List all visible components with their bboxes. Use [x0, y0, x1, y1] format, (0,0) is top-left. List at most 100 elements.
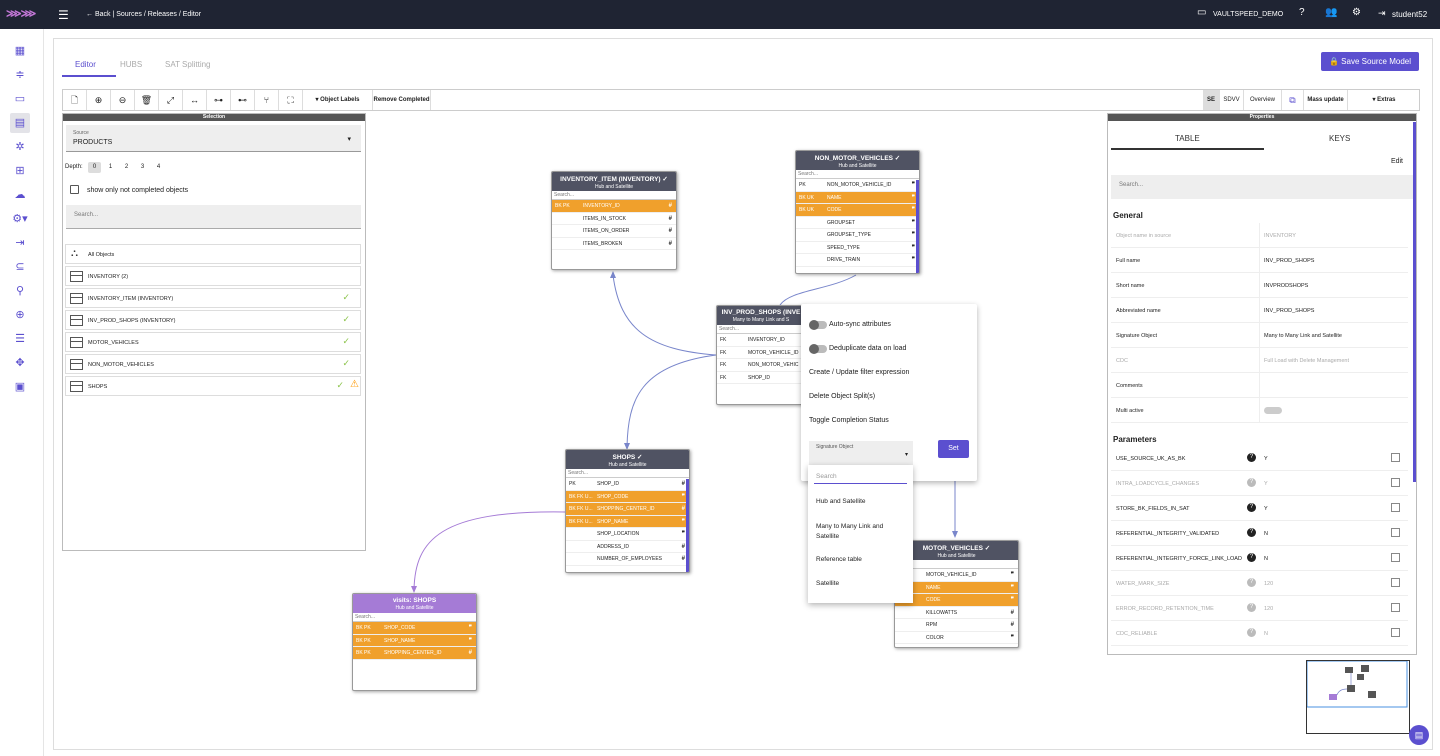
entity-non-motor-vehicles[interactable]: NON_MOTOR_VEHICLES ✓Hub and Satellite Se… [795, 150, 920, 274]
param-row[interactable]: CDC_RELIABLE?N [1111, 621, 1408, 646]
prop-row[interactable]: Multi active [1111, 398, 1408, 423]
users-icon[interactable]: 👥 [1325, 7, 1338, 18]
sdvv-button[interactable]: SDVV [1220, 90, 1244, 110]
depth-4[interactable]: 4 [156, 164, 161, 170]
list-item-inventory-item[interactable]: INVENTORY_ITEM (INVENTORY) ✓ [65, 288, 361, 308]
zoom-in-icon[interactable]: ⊕ [87, 90, 111, 110]
param-row[interactable]: STORE_BK_FIELDS_IN_SAT?Y [1111, 496, 1408, 521]
table-row[interactable]: GROUPSET_TYPE❞ [796, 229, 919, 242]
edit-button[interactable]: Edit [1390, 158, 1403, 165]
dropdown-search-input[interactable]: Search [814, 469, 907, 484]
layout-tree-icon[interactable]: ⊶ [207, 90, 231, 110]
dedup-label[interactable]: Deduplicate data on load [829, 345, 907, 352]
table-icon[interactable]: ▤ [10, 113, 30, 133]
cell[interactable] [1391, 528, 1400, 537]
save-source-model-button[interactable]: 🔒 Save Source Model [1321, 52, 1419, 71]
param-row[interactable]: REFERENTIAL_INTEGRITY_VALIDATED?N [1111, 521, 1408, 546]
fit-width-icon[interactable]: ↔ [183, 90, 207, 110]
zoom-out-icon[interactable]: ⊖ [111, 90, 135, 110]
cell[interactable] [1391, 503, 1400, 512]
help-icon[interactable]: ? [1299, 7, 1305, 18]
project-name[interactable]: VAULTSPEED_DEMO [1213, 11, 1284, 18]
table-row[interactable]: BK FK U...SHOP_NAME❞ [566, 515, 689, 528]
vaultspeed-logo[interactable]: ⋙⋙ [6, 8, 36, 20]
auto-sync-toggle[interactable] [809, 320, 827, 330]
depth-2[interactable]: 2 [124, 164, 129, 170]
tab-sat-splitting[interactable]: SAT Splitting [165, 60, 211, 69]
table-row[interactable]: MOTOR_VEHICLE_ID❞ [895, 569, 1018, 582]
cell[interactable] [1391, 453, 1400, 462]
option-many-to-many[interactable]: Many to Many Link and Satellite [816, 523, 884, 540]
param-row[interactable]: ERROR_RECORD_RETENTION_TIME?120 [1111, 596, 1408, 621]
table-row[interactable]: ADDRESS_ID# [566, 541, 689, 553]
satellite-icon[interactable]: ⚲ [15, 285, 25, 297]
table-row[interactable]: NAME❞ [895, 581, 1018, 594]
param-row[interactable]: INTRA_LOADCYCLE_CHANGES?Y [1111, 471, 1408, 496]
menu-icon[interactable]: ☰ [58, 8, 69, 22]
signature-object-select[interactable]: Signature Object ▾ [809, 441, 913, 466]
table-row[interactable]: ITEMS_IN_STOCK# [552, 213, 676, 225]
cell[interactable] [1391, 628, 1400, 637]
option-reference-table[interactable]: Reference table [816, 556, 862, 563]
properties-scrollbar[interactable] [1413, 122, 1416, 482]
export-icon[interactable]: ⇥ [15, 237, 25, 249]
grid-icon[interactable]: ⊞ [15, 165, 25, 177]
table-row[interactable]: COLOR❞ [895, 632, 1018, 644]
table-row[interactable]: DRIVE_TRAIN❞ [796, 254, 919, 267]
hierarchy-icon[interactable]: ⊷ [231, 90, 255, 110]
table-row[interactable]: GROUPSET❞ [796, 217, 919, 229]
move-icon[interactable]: ✥ [15, 357, 25, 369]
mass-update-button[interactable]: Mass update [1304, 90, 1348, 110]
dedup-toggle[interactable] [809, 344, 827, 354]
tab-keys[interactable]: KEYS [1329, 134, 1351, 143]
list-filter-icon[interactable]: ⊆ [15, 261, 25, 273]
param-row[interactable]: REFERENTIAL_INTEGRITY_FORCE_LINK_LOAD?N [1111, 546, 1408, 571]
tab-editor[interactable]: Editor [75, 60, 96, 69]
object-labels-button[interactable]: ▾ Object Labels [303, 90, 373, 110]
dashboard-icon[interactable]: ▦ [14, 45, 26, 57]
logout-icon[interactable]: ⇥ [1378, 8, 1386, 18]
parameters-section-title[interactable]: Parameters [1113, 435, 1157, 444]
entity-search[interactable]: Search... [552, 191, 676, 200]
cell[interactable] [1391, 578, 1400, 587]
option-satellite[interactable]: Satellite [816, 580, 840, 587]
list-item-shops[interactable]: SHOPS ✓ ⚠ [65, 376, 361, 396]
cell[interactable] [1391, 553, 1400, 562]
table-row[interactable]: NUMBER_OF_EMPLOYEES# [566, 553, 689, 566]
cell[interactable] [1391, 478, 1400, 487]
list-item-inv-prod-shops[interactable]: INV_PROD_SHOPS (INVENTORY) ✓ [65, 310, 361, 330]
new-page-icon[interactable]: 🗋 [63, 90, 87, 110]
table-row[interactable]: ITEMS_ON_ORDER# [552, 225, 676, 238]
list-icon[interactable]: ☰ [15, 333, 25, 345]
list-item-non-motor-vehicles[interactable]: NON_MOTOR_VEHICLES ✓ [65, 354, 361, 374]
depth-0[interactable]: 0 [88, 162, 101, 173]
merge-icon[interactable]: ⑂ [255, 90, 279, 110]
menu-item-delete-split[interactable]: Delete Object Split(s) [809, 393, 876, 400]
menu-item-toggle-completion[interactable]: Toggle Completion Status [809, 417, 889, 424]
entity-inventory-item[interactable]: INVENTORY_ITEM (INVENTORY) ✓Hub and Sate… [551, 171, 677, 270]
settings-dropdown-icon[interactable]: ⚙▾ [12, 213, 28, 225]
depth-1[interactable]: 1 [108, 164, 113, 170]
expand-icon[interactable]: ⤢ [159, 90, 183, 110]
tab-table[interactable]: TABLE [1175, 134, 1200, 143]
auto-sync-label[interactable]: Auto-sync attributes [829, 321, 891, 328]
option-hub-and-satellite[interactable]: Hub and Satellite [816, 498, 866, 505]
source-select[interactable]: Source PRODUCTS ▾ [66, 125, 361, 152]
